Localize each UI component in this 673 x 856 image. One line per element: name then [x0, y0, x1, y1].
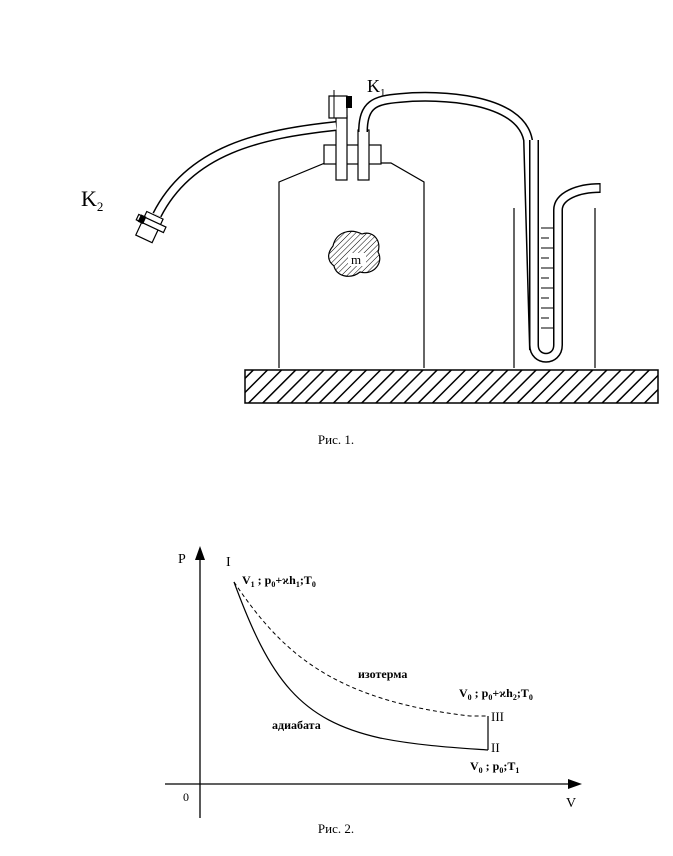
- adiabat-label: адиабата: [272, 718, 321, 732]
- figure-2-caption: Рис. 2.: [318, 821, 354, 836]
- hatched-table-base: [244, 369, 659, 404]
- label-k1: K1: [367, 76, 386, 99]
- point-I: I: [226, 555, 231, 570]
- point-III: III: [491, 709, 504, 724]
- x-axis-label: V: [566, 796, 576, 811]
- label-k2: K2: [81, 186, 103, 214]
- figure-1-caption: Рис. 1.: [318, 432, 354, 447]
- origin-label: 0: [183, 790, 189, 804]
- isotherm-label: изотерма: [358, 667, 407, 681]
- x-axis-arrow: [568, 779, 582, 789]
- manometer-u-tube: [529, 140, 601, 363]
- manometer-scale: [541, 227, 553, 329]
- clamp-k2: [134, 210, 167, 244]
- vessel-neck: [323, 144, 382, 165]
- figure-1-apparatus: m K1 K2 Рис. 1.: [81, 76, 659, 447]
- body-label: m: [351, 252, 361, 267]
- state-III-label: V0 ; p0+ϰh2;T0: [459, 686, 533, 702]
- right-neck-tube: [357, 129, 370, 181]
- state-II-label: V0 ; p0;T1: [470, 759, 519, 775]
- manometer-vessel: [513, 208, 596, 368]
- left-neck-tube: [335, 115, 348, 181]
- state-I-label: V1 ; p0+ϰh1;T0: [242, 573, 316, 589]
- isotherm-curve: [233, 581, 488, 717]
- adiabat-curve: [233, 581, 489, 751]
- y-axis-label: P: [178, 552, 186, 567]
- y-axis-arrow: [195, 546, 205, 560]
- figure-2-pv-diagram: P V 0 I II III V1 ; p0+ϰh1;T0 V0 ; p0+ϰh…: [165, 546, 582, 836]
- point-II: II: [491, 740, 500, 755]
- valve-k1-handle: [346, 96, 352, 108]
- valve-k1-body: [328, 95, 348, 119]
